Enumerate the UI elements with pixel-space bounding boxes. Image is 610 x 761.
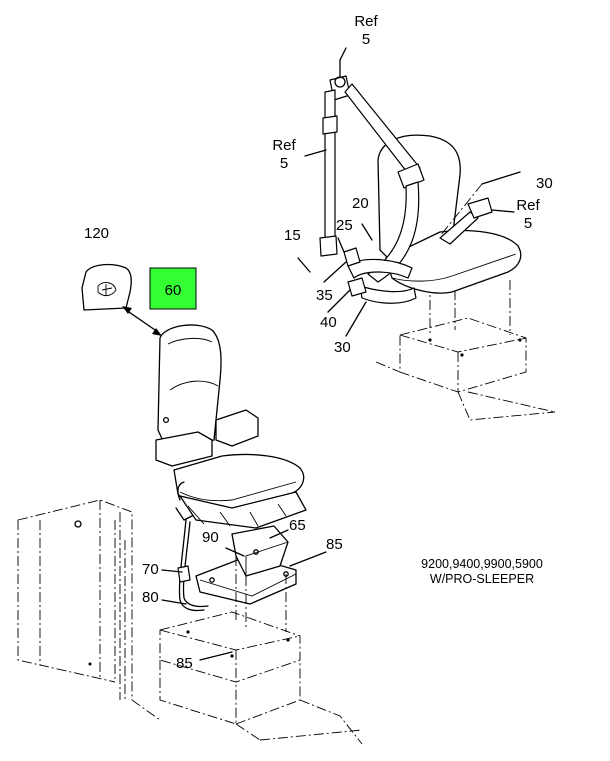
callout-25: 25 (336, 217, 353, 234)
callout-labels: 120 60 15 25 20 35 40 30 30 Ref 5 Ref 5 … (84, 13, 553, 672)
callout-85-lower: 85 (176, 655, 193, 672)
callout-65: 65 (289, 517, 306, 534)
model-note: 9200,9400,9900,5900 W/PRO-SLEEPER (421, 557, 543, 586)
model-note-line1: 9200,9400,9900,5900 (421, 557, 543, 571)
seatbelt-assembly-view (297, 59, 556, 421)
ref-right-number: 5 (524, 215, 532, 232)
callout-85-upper: 85 (326, 536, 343, 553)
headrest-part (81, 263, 132, 311)
callout-70: 70 (142, 561, 159, 578)
callout-30-upper: 30 (536, 175, 553, 192)
callout-90: 90 (202, 529, 219, 546)
callout-60-highlight-box (149, 267, 197, 310)
ref-top-number: 5 (362, 31, 370, 48)
model-note-line2: W/PRO-SLEEPER (430, 572, 534, 586)
ref-left-word: Ref (272, 137, 296, 154)
callout-40: 40 (320, 314, 337, 331)
seat-back-part (157, 324, 222, 453)
callout-30-lower: 30 (334, 339, 351, 356)
ref-top-word: Ref (354, 13, 378, 30)
ref-right-word: Ref (516, 197, 540, 214)
callout-35: 35 (316, 287, 333, 304)
callout-20: 20 (352, 195, 369, 212)
callout-60: 60 (165, 282, 182, 299)
callout-80: 80 (142, 589, 159, 606)
callout-120: 120 (84, 225, 109, 242)
callout-15: 15 (284, 227, 301, 244)
ref-left-number: 5 (280, 155, 288, 172)
main-seat-view (17, 263, 363, 745)
